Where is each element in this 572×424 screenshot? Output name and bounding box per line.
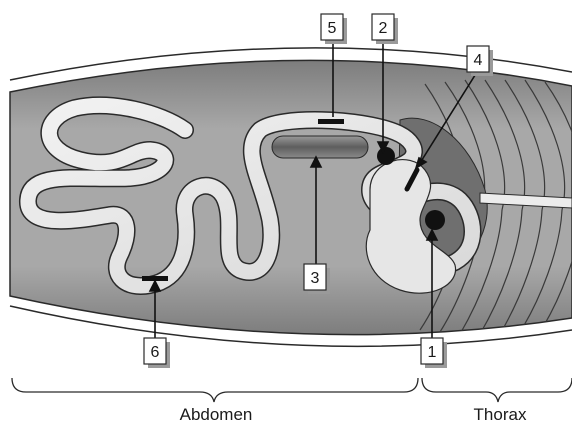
marker-4: 4 bbox=[467, 46, 493, 76]
capsule bbox=[272, 136, 368, 158]
abdomen-label: Abdomen bbox=[180, 405, 253, 424]
marker-6: 6 bbox=[144, 338, 170, 368]
svg-text:4: 4 bbox=[474, 52, 483, 69]
marker-2: 2 bbox=[372, 14, 398, 44]
svg-text:2: 2 bbox=[379, 20, 388, 37]
abdomen-brace bbox=[12, 378, 418, 402]
dark-spot-2 bbox=[377, 147, 395, 165]
marker-3: 3 bbox=[304, 264, 330, 294]
thorax-brace bbox=[422, 378, 572, 402]
bar-5 bbox=[318, 119, 344, 124]
svg-text:5: 5 bbox=[328, 20, 337, 37]
marker-1: 1 bbox=[421, 338, 447, 368]
dark-spot-1 bbox=[425, 210, 445, 230]
marker-5: 5 bbox=[321, 14, 347, 44]
svg-text:6: 6 bbox=[151, 344, 160, 361]
svg-text:3: 3 bbox=[311, 270, 320, 287]
svg-text:1: 1 bbox=[428, 344, 437, 361]
thorax-label: Thorax bbox=[474, 405, 527, 424]
